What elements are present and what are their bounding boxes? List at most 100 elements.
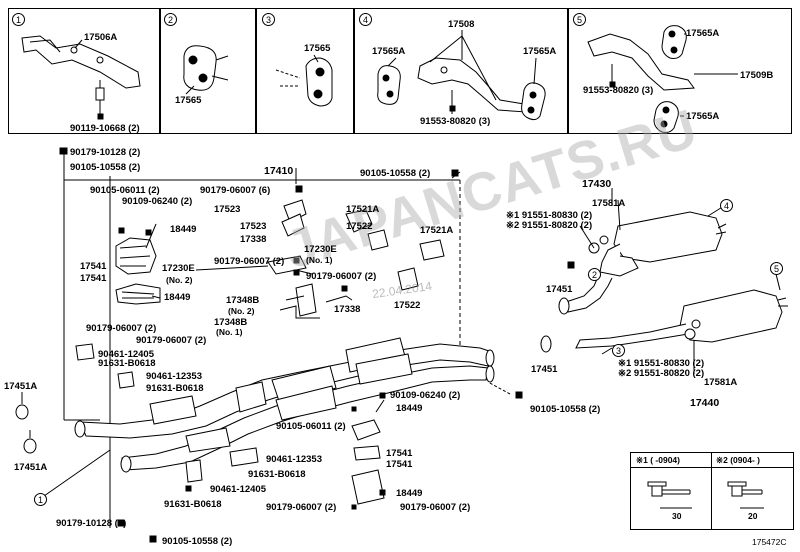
part-ref1-a: ※1 91551-80830 (2) xyxy=(506,210,593,221)
part-18449-a: 18449 xyxy=(170,224,197,235)
part-17230e-a: 17230E xyxy=(162,263,195,274)
muffler-17430-icon xyxy=(565,211,727,313)
part-17565a-p4-right: 17565A xyxy=(523,46,557,57)
part-90179-06007-d: 90179-06007 (2) xyxy=(214,256,285,267)
part-90119-10668: 90119-10668 (2) xyxy=(70,123,140,134)
part-17523-b: 17523 xyxy=(240,221,267,232)
part-ref2-a: ※2 91551-80820 (2) xyxy=(506,220,593,231)
panel-2-number: 2 xyxy=(164,13,177,26)
part-91553-80820-p5: 91553-80820 (3) xyxy=(583,85,654,96)
muffler-17440-icon xyxy=(575,289,788,349)
legend-ref1-header: ※1 ( -0904) xyxy=(636,455,680,465)
part-90105-10558-top: 90105-10558 (2) xyxy=(70,162,141,173)
part-ref2-b: ※2 91551-80820 (2) xyxy=(618,368,705,379)
part-17338-a: 17338 xyxy=(240,234,267,245)
panel-5 xyxy=(568,8,792,134)
part-17565-panel3: 17565 xyxy=(304,43,331,54)
panel-4 xyxy=(354,8,568,134)
part-17509b: 17509B xyxy=(740,70,774,81)
part-90179-06007-g: 90179-06007 (2) xyxy=(400,502,471,513)
part-90105-06011: 90105-06011 (2) xyxy=(90,185,160,196)
part-17508: 17508 xyxy=(448,19,475,30)
part-17230e-b: 17230E xyxy=(304,244,337,255)
part-17521a-b: 17521A xyxy=(420,225,454,236)
part-18449-b: 18449 xyxy=(164,292,191,303)
part-90461-12405-b: 90461-12405 xyxy=(210,484,266,495)
part-91631-b0618-c: 91631-B0618 xyxy=(248,469,306,480)
bolt-legend-header-line xyxy=(630,467,794,468)
part-91631-b0618-a: 91631-B0618 xyxy=(98,358,156,369)
bolt-legend-divider xyxy=(711,452,712,530)
part-17338-b: 17338 xyxy=(334,304,361,315)
panel-3-number: 3 xyxy=(262,13,275,26)
hanger-17565-panel3-icon xyxy=(275,54,333,107)
part-17522-a: 17522 xyxy=(346,221,373,232)
bolt-diagram-icon xyxy=(647,481,764,509)
part-90179-06007-f: 90179-06007 (2) xyxy=(266,502,337,513)
part-17430: 17430 xyxy=(582,178,612,190)
part-17410: 17410 xyxy=(264,165,294,177)
part-17522-b: 17522 xyxy=(394,300,421,311)
part-90179-06007-c: 90179-06007 (6) xyxy=(200,185,271,196)
part-17581a-b: 17581A xyxy=(704,377,738,388)
part-17506a: 17506A xyxy=(84,32,118,43)
part-17523-a: 17523 xyxy=(214,204,241,215)
part-90461-12353-b: 90461-12353 xyxy=(266,454,322,465)
part-90105-10558-mid: 90105-10558 (2) xyxy=(360,168,431,179)
panel-3 xyxy=(256,8,354,134)
part-90105-06011-b: 90105-06011 (2) xyxy=(276,421,346,432)
callout-1: 1 xyxy=(34,493,47,506)
part-17565a-p5-top: 17565A xyxy=(686,28,720,39)
part-no1-a: (No. 1) xyxy=(306,255,333,265)
part-91631-b0618-b: 91631-B0618 xyxy=(146,383,204,394)
part-90461-12353-a: 90461-12353 xyxy=(146,371,202,382)
part-90179-06007-e: 90179-06007 (2) xyxy=(306,271,377,282)
part-17581a-a: 17581A xyxy=(592,198,626,209)
part-17565a-p4-left: 17565A xyxy=(372,46,406,57)
panel-5-number: 5 xyxy=(573,13,586,26)
part-90109-06240-b: 90109-06240 (2) xyxy=(390,390,461,401)
hanger-17565-icon xyxy=(183,45,229,95)
legend-ref2-header: ※2 (0904- ) xyxy=(716,455,760,465)
part-90105-10558-bot: 90105-10558 (2) xyxy=(162,536,233,547)
diagram-code: 175472C xyxy=(752,537,787,547)
part-17565-panel2: 17565 xyxy=(175,95,202,106)
part-91631-b0618-d: 91631-B0618 xyxy=(164,499,222,510)
part-17541-d: 17541 xyxy=(386,459,413,470)
part-90109-06240: 90109-06240 (2) xyxy=(122,196,193,207)
part-18449-c: 18449 xyxy=(396,403,423,414)
callout-4: 4 xyxy=(720,199,733,212)
part-90179-10128-top: 90179-10128 (2) xyxy=(70,147,141,158)
part-18449-d: 18449 xyxy=(396,488,423,499)
callout-2: 2 xyxy=(588,268,601,281)
bracket-17506a-icon xyxy=(21,35,141,118)
bolt-legend-box xyxy=(630,452,794,530)
part-90179-06007-b: 90179-06007 (2) xyxy=(136,335,207,346)
panel-4-number: 4 xyxy=(359,13,372,26)
part-17521a-a: 17521A xyxy=(346,204,380,215)
part-90461-12405-a: 90461-12405 xyxy=(98,349,154,360)
part-17451-a: 17451 xyxy=(546,284,573,295)
part-ref1-b: ※1 91551-80830 (2) xyxy=(618,358,705,369)
part-90105-10558-r: 90105-10558 (2) xyxy=(530,404,601,415)
part-17440: 17440 xyxy=(690,397,720,409)
part-no1-b: (No. 1) xyxy=(216,327,243,337)
gasket-17451-icon xyxy=(558,297,570,315)
panel-1 xyxy=(8,8,160,134)
bracket-17509b-icon xyxy=(587,25,738,133)
part-90179-06007-a: 90179-06007 (2) xyxy=(86,323,157,334)
part-no2-b: (No. 2) xyxy=(228,306,255,316)
legend-ref1-length: 30 xyxy=(672,511,682,521)
callout-5: 5 xyxy=(770,262,783,275)
callout-3: 3 xyxy=(612,344,625,357)
part-17541-a: 17541 xyxy=(80,261,107,272)
part-17451-b: 17451 xyxy=(531,364,558,375)
part-90179-10128-bot: 90179-10128 (2) xyxy=(56,518,127,529)
part-17565a-p5-bottom: 17565A xyxy=(686,111,720,122)
part-17451a-left: 17451A xyxy=(4,381,38,392)
part-17451a-left2: 17451A xyxy=(14,462,48,473)
legend-ref2-length: 20 xyxy=(748,511,758,521)
part-91553-80820-p4: 91553-80820 (3) xyxy=(420,116,491,127)
bracket-17508-icon xyxy=(377,30,546,121)
